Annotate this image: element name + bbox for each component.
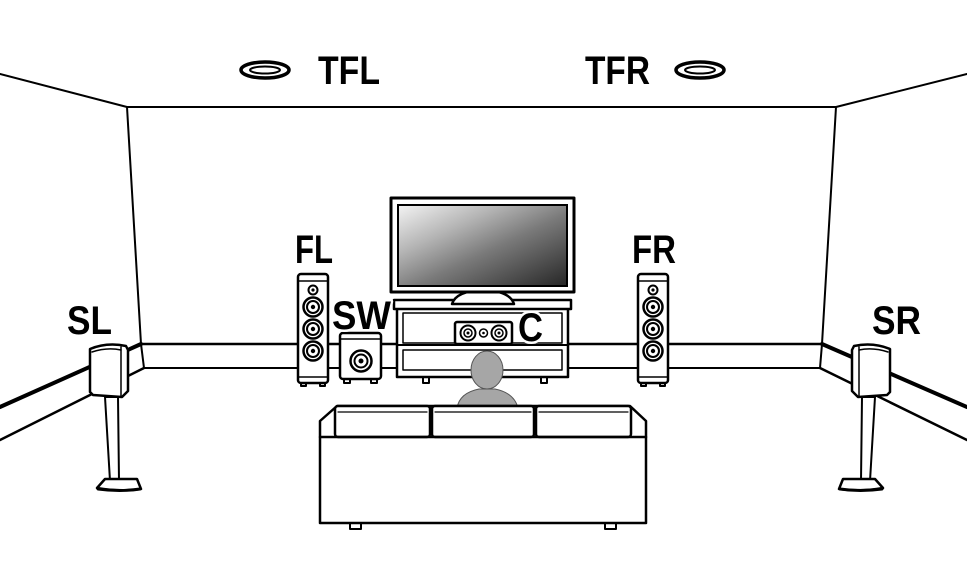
woofer-cone — [306, 300, 320, 314]
label-c: C — [518, 306, 543, 350]
woofer-cap — [310, 326, 316, 332]
stand-pole — [860, 396, 876, 482]
woofer-cone — [646, 300, 660, 314]
right-baseboard-top — [820, 342, 967, 409]
tfr-speaker-ring — [674, 60, 726, 80]
sofa-cushion-right — [534, 404, 633, 439]
tv-screen — [397, 204, 568, 287]
woofer-cone — [494, 328, 504, 338]
label-fr: FR — [632, 228, 676, 272]
ceiling-edge — [0, 73, 967, 108]
tfr-speaker-inner — [684, 65, 716, 75]
stand-base-edge — [838, 487, 884, 492]
right-baseboard-bottom — [818, 366, 967, 442]
label-tfr: TFR — [585, 49, 650, 93]
listener-shoulders — [456, 388, 519, 409]
speaker-box — [850, 343, 892, 399]
woofer-cone — [463, 328, 473, 338]
tweeter-cap — [651, 288, 655, 292]
listener — [456, 350, 519, 409]
tfl-ceiling-speaker — [239, 60, 291, 80]
sr-surround-speaker — [837, 343, 892, 492]
stand-pole — [104, 396, 120, 482]
woofer-cone — [646, 344, 660, 358]
right-baseboard-corner — [819, 343, 823, 369]
sofa-cushion-left — [333, 404, 432, 439]
sl-surround-speaker — [88, 343, 143, 492]
stand-base-edge — [96, 487, 142, 492]
woofer-cap — [650, 326, 656, 332]
woofer-cone — [306, 322, 320, 336]
label-sr: SR — [872, 299, 921, 343]
woofer-cap — [310, 304, 316, 310]
speaker-labels: TFL TFR FL FR SW C SL SR — [65, 47, 924, 353]
label-fl: FL — [295, 228, 333, 272]
listener-head — [470, 350, 504, 390]
left-baseboard-corner — [140, 343, 145, 369]
tfl-speaker-inner — [249, 65, 281, 75]
center-speaker — [453, 320, 514, 346]
sofa-cushion-middle — [430, 404, 536, 439]
subwoofer-cone — [353, 353, 369, 369]
woofer-cone — [306, 344, 320, 358]
tfr-ceiling-speaker — [674, 60, 726, 80]
woofer-cap — [650, 304, 656, 310]
woofer-cap — [497, 331, 501, 335]
right-wall-corner — [821, 106, 837, 345]
speaker-box — [88, 343, 130, 399]
woofer-cap — [466, 331, 470, 335]
tweeter-cap — [311, 288, 315, 292]
tfl-speaker-ring — [239, 60, 291, 80]
fr-tower-speaker — [636, 272, 670, 387]
speaker-top-edge — [858, 348, 889, 353]
tv — [389, 196, 576, 306]
subwoofer-cap — [358, 358, 364, 364]
fl-tower-speaker — [296, 272, 330, 387]
speaker-top-edge — [91, 348, 122, 353]
woofer-cap — [650, 348, 656, 354]
sofa — [318, 404, 648, 530]
label-sw: SW — [332, 294, 391, 338]
tweeter-cap — [482, 331, 485, 335]
label-sl: SL — [67, 299, 112, 343]
woofer-cone — [646, 322, 660, 336]
woofer-cap — [310, 348, 316, 354]
subwoofer — [338, 331, 383, 384]
label-tfl: TFL — [318, 49, 380, 93]
left-wall-corner — [126, 106, 142, 345]
